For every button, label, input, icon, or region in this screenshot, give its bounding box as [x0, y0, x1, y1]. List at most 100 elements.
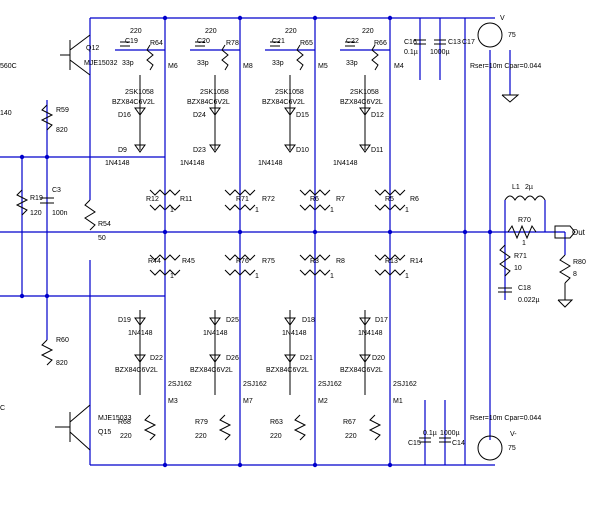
lower-3-d-value: 1N4148 [282, 330, 307, 337]
junction-dot [387, 15, 393, 21]
upper-4-cap-value: 33p [346, 60, 358, 67]
upper-1-r-value: 220 [130, 28, 142, 35]
upper-3-zd: D15 [296, 112, 309, 119]
lower-2-d-value: 1N4148 [203, 330, 228, 337]
upper-4-d-value: 1N4148 [333, 160, 358, 167]
junction-dot [387, 229, 393, 235]
upper-4-m: M4 [394, 63, 404, 70]
lower-2-zd-value: BZX84C6V2L [190, 367, 233, 374]
r59-value: 820 [56, 127, 68, 134]
upper-4-r-value: 220 [362, 28, 374, 35]
top-source-value: 75 [508, 32, 516, 39]
resistor-r54 [84, 199, 96, 231]
upper-4-d: D11 [371, 147, 383, 154]
transistor-q15 [55, 404, 91, 451]
r71-label: R71 [514, 253, 527, 260]
lower-4-m: M1 [393, 398, 403, 405]
resistor-r59 [40, 104, 54, 131]
resistor-r71 [499, 244, 511, 277]
lower-4-d: D17 [375, 317, 388, 324]
upper-1-d-value: 1N4148 [105, 160, 130, 167]
l1-label: L1 [512, 184, 520, 191]
c14-label: C14 [452, 440, 465, 447]
lower-1-zd: D22 [150, 355, 163, 362]
c13-label: C13 [448, 39, 461, 46]
q15-label: Q15 [98, 429, 111, 436]
lower-stage-1 [134, 310, 157, 441]
bottom-source-params: Rser=10m Cpar=0.044 [470, 415, 541, 422]
junction-dot [237, 462, 243, 468]
q12-label: Q12 [86, 45, 99, 52]
lower-2-r: R79 [195, 419, 208, 426]
junction-dot [312, 462, 318, 468]
junction-dot [487, 229, 493, 235]
c18-value: 0.022µ [518, 297, 540, 304]
r19-label: R19 [30, 195, 43, 202]
upper-4-cap: C22 [346, 38, 359, 45]
upper-4-zd: D12 [371, 112, 384, 119]
lower-1-r: R68 [118, 419, 131, 426]
r54-value: 50 [98, 235, 106, 242]
lower-res-1-b: R45 [182, 258, 195, 265]
r19-value: 120 [30, 210, 42, 217]
upper-1-d: D9 [118, 147, 127, 154]
upper-3-d-value: 1N4148 [258, 160, 283, 167]
junction-dot [19, 293, 25, 299]
top-source-params: Rser=10m Cpar=0.044 [470, 63, 541, 70]
lower-3-r: R63 [270, 419, 283, 426]
lower-1-r-value: 220 [120, 433, 132, 440]
bottom-source-label: V- [510, 431, 517, 438]
lower-res-1-v: 1 [170, 273, 174, 280]
lower-2-zd: D26 [226, 355, 239, 362]
lower-resistor-pair-1 [149, 232, 181, 465]
r80-value: 8 [573, 271, 577, 278]
upper-1-mos: 2SK1058 [125, 89, 154, 96]
c15-label: C15 [408, 440, 421, 447]
resistor-r60 [40, 339, 54, 366]
upper-resistor-pair-3 [299, 189, 331, 232]
lower-2-d: D25 [226, 317, 239, 324]
lower-4-mos: 2SJ162 [393, 381, 417, 388]
bottom-capacitor-c15 [419, 437, 431, 443]
c16-label: C16 [404, 39, 417, 46]
upper-resistor-pair-4 [374, 189, 406, 232]
upper-1-zd-value: BZX84C6V2L [112, 99, 155, 106]
top-capacitor-c13 [434, 39, 446, 45]
lower-res-1-a: R44 [148, 258, 161, 265]
upper-4-zd-value: BZX84C6V2L [340, 99, 383, 106]
lower-resistor-pair-3 [299, 232, 331, 465]
resistor-r80 [559, 254, 571, 284]
upper-2-cap: C20 [197, 38, 210, 45]
junction-dot [19, 154, 25, 160]
lower-4-d-value: 1N4148 [358, 330, 383, 337]
lower-res-3-b: R8 [336, 258, 345, 265]
lower-res-4-b: R14 [410, 258, 423, 265]
c14-value: 1000µ [440, 430, 460, 437]
junction-dot [44, 154, 50, 160]
lower-res-3-a: R3 [310, 258, 319, 265]
junction-dot [162, 15, 168, 21]
capacitor-c18 [498, 287, 512, 293]
lower-3-m: M2 [318, 398, 328, 405]
upper-res-4-a: R5 [385, 196, 394, 203]
top-capacitor-c16 [414, 39, 426, 45]
upper-1-cap-value: 33p [122, 60, 134, 67]
q12-part: MJE15032 [84, 60, 118, 67]
lower-2-m: M7 [243, 398, 253, 405]
left-mid-label: 140 [0, 110, 12, 117]
top-source-label: V [500, 15, 505, 22]
r54-label: R54 [98, 221, 111, 228]
lower-res-4-a: R13 [385, 258, 398, 265]
c15-value: 0.1µ [423, 430, 437, 437]
upper-res-2-b: R72 [262, 196, 275, 203]
lower-1-d-value: 1N4148 [128, 330, 153, 337]
upper-res-1-b: R11 [180, 196, 192, 203]
lower-stage-3 [284, 310, 307, 441]
lower-4-r: R67 [343, 419, 356, 426]
lower-2-r-value: 220 [195, 433, 207, 440]
lower-2-mos: 2SJ162 [243, 381, 267, 388]
lower-stage-2 [209, 310, 232, 441]
upper-2-cap-value: 33p [197, 60, 209, 67]
left-bot-label: C [0, 405, 5, 412]
upper-res-1-v: 1 [170, 207, 174, 214]
